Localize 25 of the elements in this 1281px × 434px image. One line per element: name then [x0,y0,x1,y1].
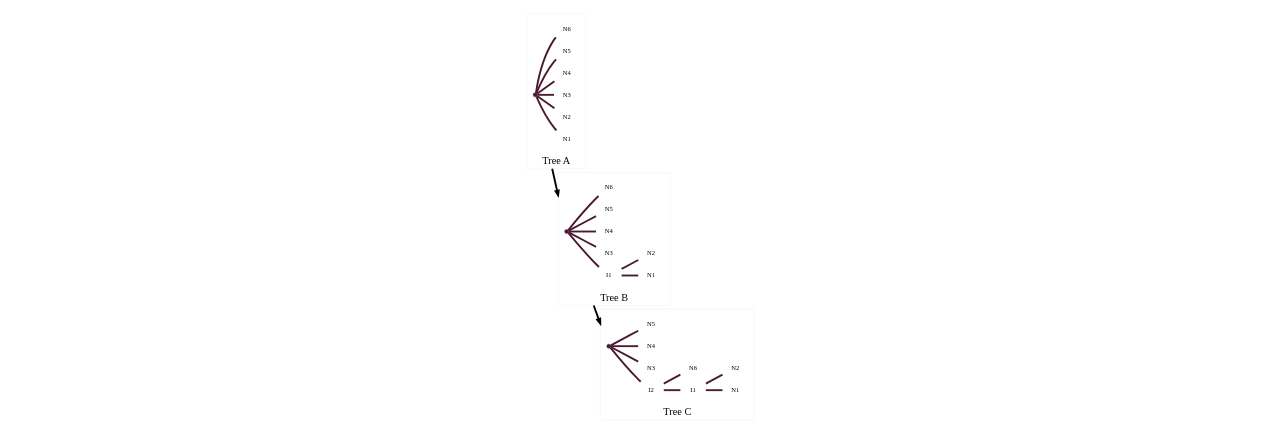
connector [535,58,558,94]
connector [609,345,640,348]
connector [620,259,640,270]
connector [609,346,640,363]
connector [535,95,558,132]
connector [536,93,555,96]
connector [567,232,600,268]
connector [567,195,600,231]
connector [609,329,640,347]
connector [567,231,597,248]
arrow [592,304,602,327]
node-point [564,229,569,234]
connector [704,389,724,392]
connector [704,373,724,385]
connector [662,373,682,385]
arrow [551,167,560,199]
connector [662,389,682,392]
connector [536,94,556,110]
connector [536,80,556,95]
connector [609,346,642,383]
node-point [532,92,538,98]
connector [567,230,597,233]
node-point [606,343,612,349]
connector [535,36,557,94]
connector [567,215,597,232]
